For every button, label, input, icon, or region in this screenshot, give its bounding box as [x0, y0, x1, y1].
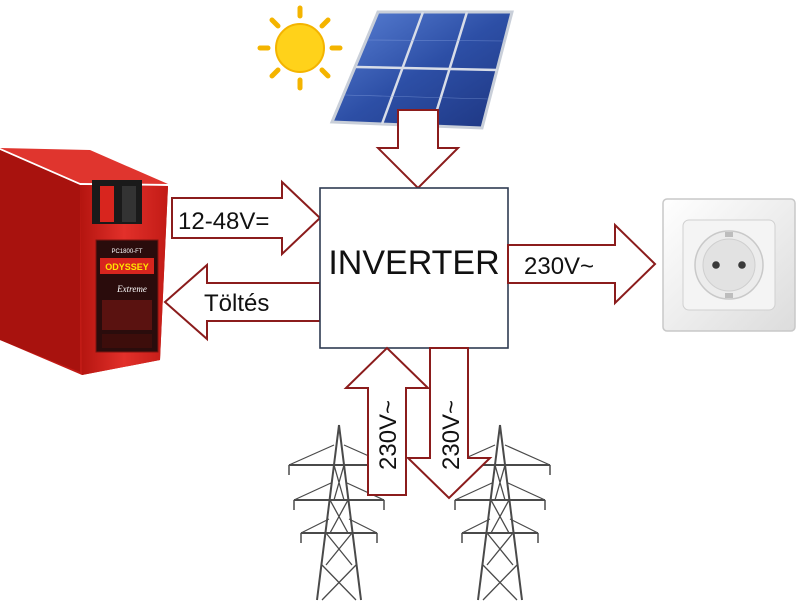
inverter-label: INVERTER	[328, 244, 499, 282]
battery-model: PC1800-FT	[111, 249, 142, 255]
inverter-to-battery-arrow	[163, 262, 321, 342]
solar-to-inverter-arrow	[375, 109, 461, 190]
inverter-to-outlet-label: 230V~	[524, 253, 594, 280]
power-outlet-icon	[662, 198, 796, 332]
inverter-box: INVERTER	[319, 187, 509, 349]
battery-icon: PC1800-FT ODYSSEY Extreme	[0, 148, 168, 375]
solar-panel-icon	[329, 10, 514, 130]
inverter-to-grid-arrow	[405, 347, 493, 500]
inverter-to-grid-label: 230V~	[438, 400, 465, 470]
battery-to-inverter-arrow	[171, 179, 322, 257]
grid-to-inverter-label: 230V~	[375, 400, 402, 470]
inverter-to-battery-label: Töltés	[204, 290, 269, 317]
battery-series: Extreme	[116, 284, 147, 294]
sun-icon	[257, 5, 343, 91]
inverter-to-outlet-arrow	[507, 222, 657, 306]
battery-to-inverter-label: 12-48V=	[178, 208, 269, 235]
battery-brand: ODYSSEY	[105, 262, 149, 272]
grid-to-inverter-arrow	[343, 346, 431, 496]
